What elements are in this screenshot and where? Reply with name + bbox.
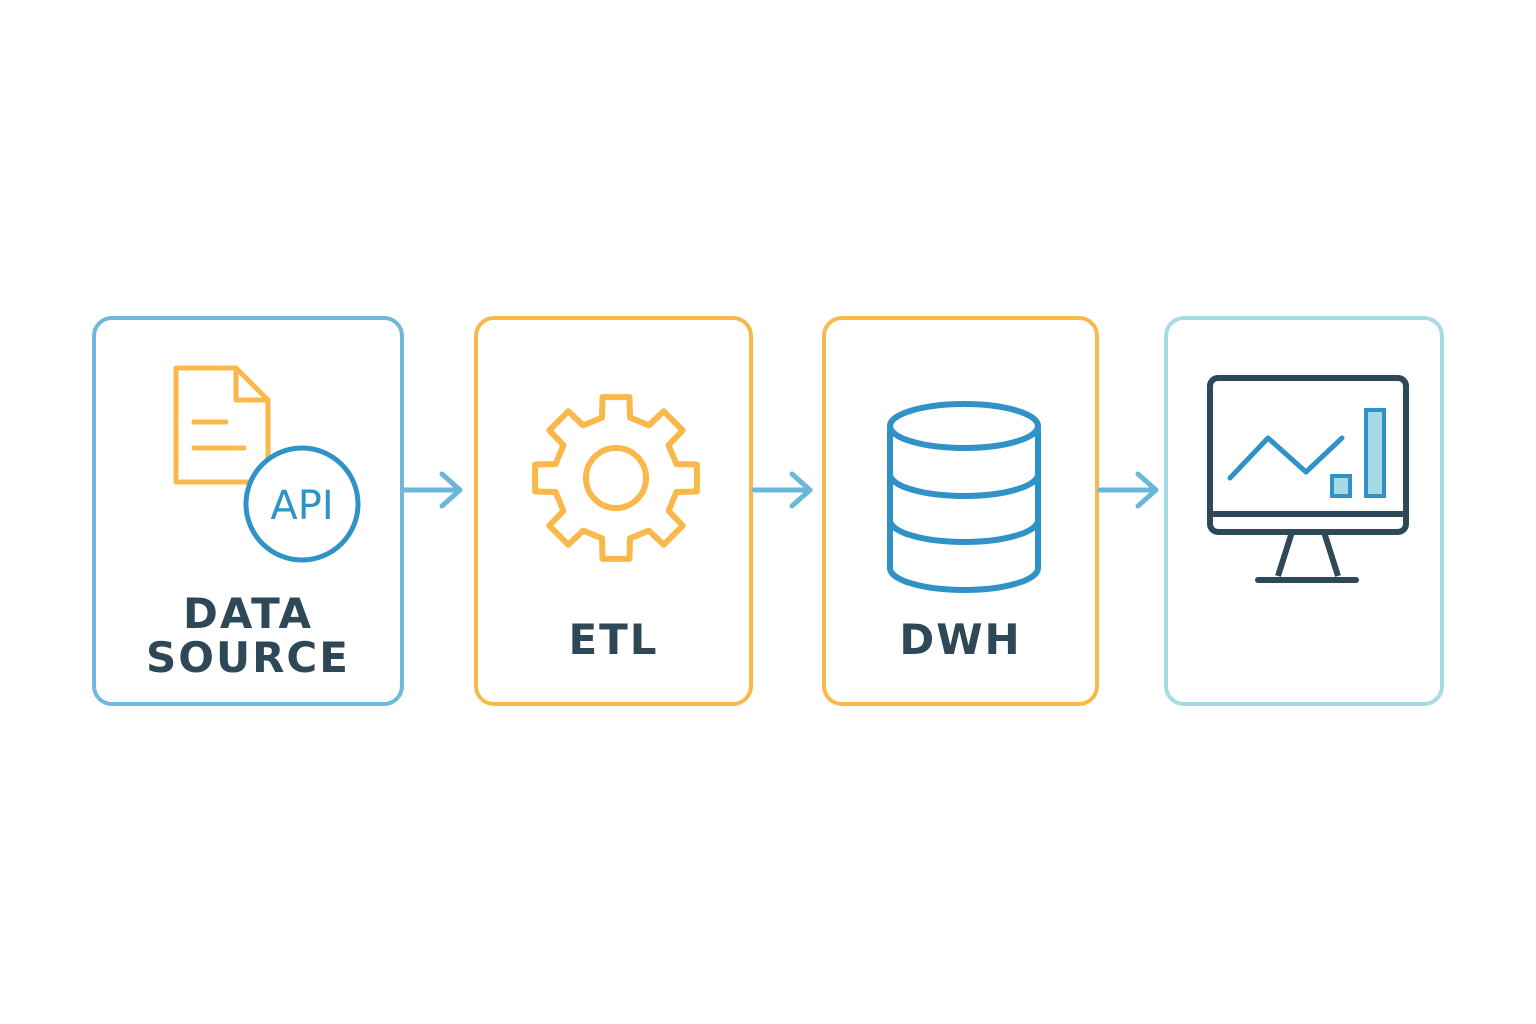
api-badge-icon: API (243, 445, 361, 563)
card-label-etl: ETL (478, 618, 749, 662)
monitor-chart-icon (1207, 375, 1409, 583)
label-line-2: SOURCE (146, 633, 350, 682)
step-card-data-source: API DATA SOURCE (92, 316, 404, 706)
database-icon (887, 401, 1041, 593)
step-card-dashboard (1164, 316, 1444, 706)
label-line-1: DWH (899, 615, 1022, 664)
gear-icon (532, 394, 700, 562)
gear-outline (532, 394, 700, 562)
connector-arrow-1 (401, 471, 463, 509)
card-label-dwh: DWH (826, 618, 1095, 662)
step-card-etl: ETL (474, 316, 753, 706)
api-badge-text: API (270, 483, 333, 529)
label-line-1: ETL (568, 615, 659, 664)
document-icon (173, 365, 271, 485)
connector-arrow-2 (751, 471, 813, 509)
step-card-dwh: DWH (822, 316, 1099, 706)
card-label-data-source: DATA SOURCE (96, 592, 400, 680)
label-line-1: DATA (182, 589, 313, 638)
connector-arrow-3 (1097, 471, 1159, 509)
